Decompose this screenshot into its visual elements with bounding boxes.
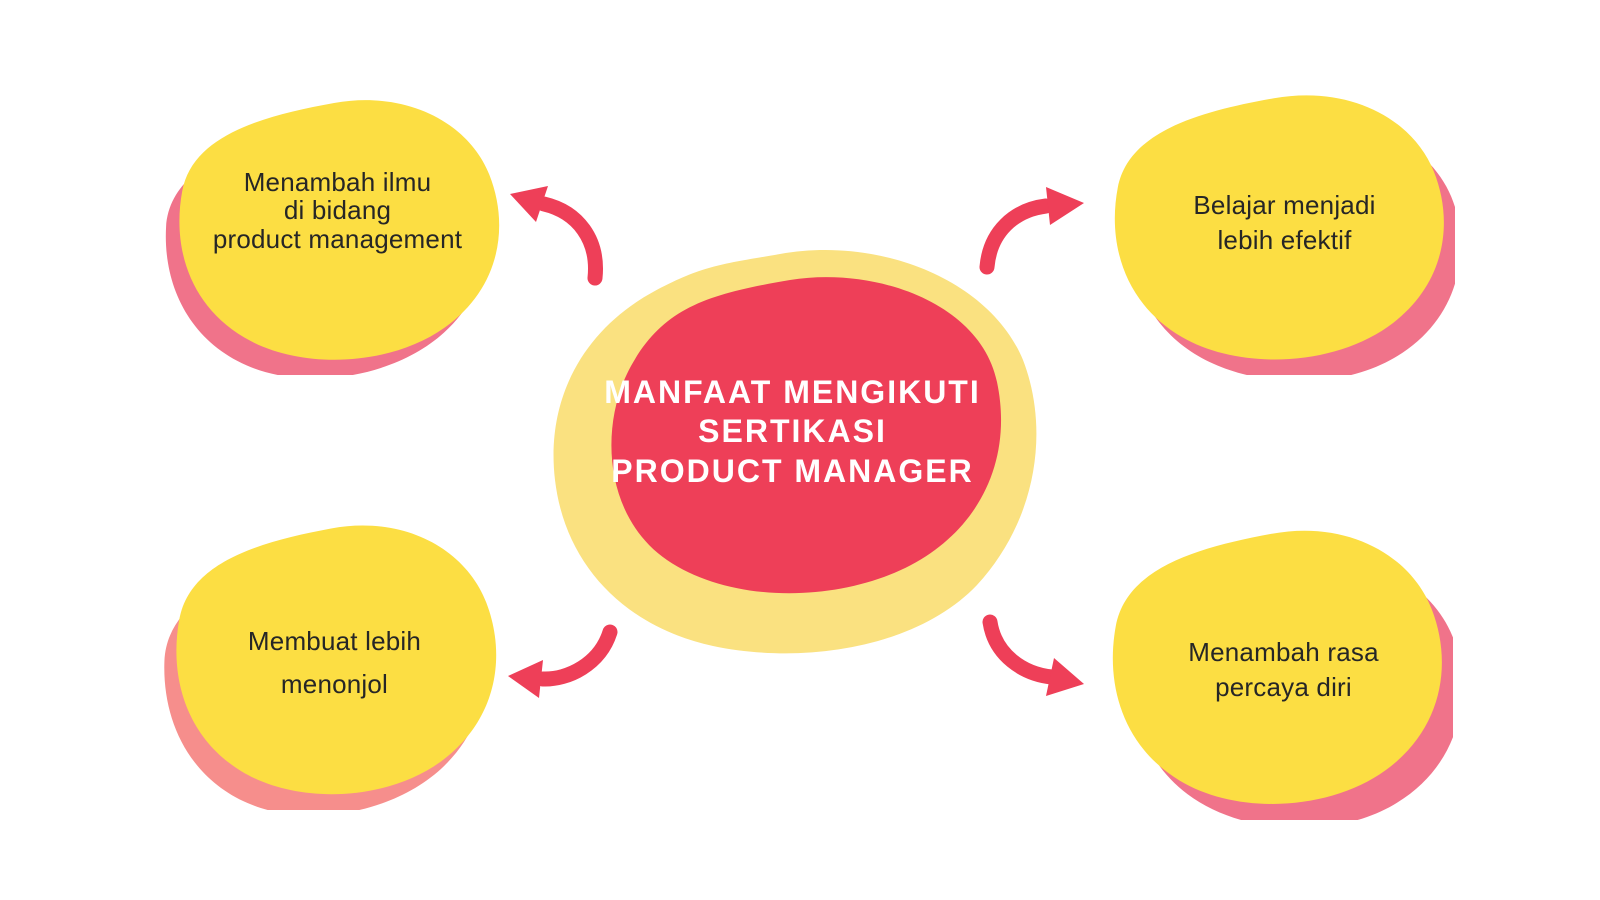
node-bottom-left-front-shape: [176, 525, 497, 795]
node-top-right: Belajar menjadi lebih efektif: [1100, 85, 1455, 375]
node-bottom-right-front-shape: [1112, 530, 1442, 804]
node-top-left-front-shape: [179, 100, 500, 360]
node-top-right-blob: [1114, 95, 1455, 375]
curved-arrow-up-left-icon: [498, 176, 613, 288]
curved-arrow-up-right-icon: [962, 182, 1097, 277]
node-top-left-label: Menambah ilmu di bidang product manageme…: [212, 167, 463, 254]
node-bottom-left-blob: [164, 525, 497, 810]
center-blob-front-shape: [611, 277, 1002, 594]
node-bottom-left: Membuat lebih menonjol: [162, 515, 507, 810]
diagram-title: MANFAAT MENGIKUTI SERTIKASI PRODUCT MANA…: [604, 374, 981, 489]
node-bottom-left-label: Membuat lebih menonjol: [247, 626, 422, 699]
node-bottom-right: Menambah rasa percaya diri: [1098, 520, 1453, 820]
node-bottom-right-blob: [1112, 530, 1453, 820]
node-top-right-label: Belajar menjadi lebih efektif: [1193, 189, 1376, 255]
node-top-left-blob: [165, 100, 500, 375]
center-node: MANFAAT MENGIKUTI SERTIKASI PRODUCT MANA…: [545, 240, 1040, 660]
node-top-left: Menambah ilmu di bidang product manageme…: [165, 90, 510, 375]
curved-arrow-down-left-icon: [496, 616, 618, 704]
center-blob: [553, 249, 1037, 654]
node-top-right-front-shape: [1114, 95, 1444, 360]
node-bottom-right-label: Menambah rasa percaya diri: [1188, 636, 1379, 702]
curved-arrow-down-right-icon: [978, 610, 1096, 702]
